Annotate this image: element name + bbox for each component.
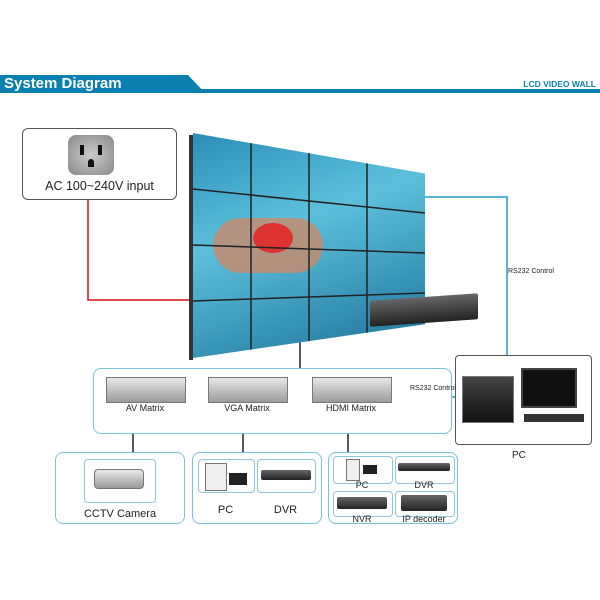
nvr-icon bbox=[337, 497, 387, 509]
av-matrix-label: AV Matrix bbox=[125, 403, 165, 413]
pc-tower-icon bbox=[462, 376, 514, 423]
power-line bbox=[87, 198, 194, 301]
dvr-source-label: DVR bbox=[273, 504, 298, 516]
source-group-1: PC DVR bbox=[192, 452, 322, 524]
cctv-camera-icon bbox=[94, 469, 144, 489]
pc-label: PC bbox=[512, 450, 526, 461]
power-outlet-icon bbox=[68, 135, 114, 175]
power-input-box: AC 100~240V input bbox=[22, 128, 177, 200]
pc-icon bbox=[205, 463, 227, 491]
hdmi-matrix-label: HDMI Matrix bbox=[326, 403, 376, 413]
pc-icon bbox=[346, 459, 360, 481]
nvr-label: NVR bbox=[352, 514, 372, 524]
pc-label-2: PC bbox=[355, 480, 369, 490]
cctv-label: CCTV Camera bbox=[83, 508, 157, 520]
pc-source-label: PC bbox=[217, 504, 234, 516]
page-title: System Diagram bbox=[4, 75, 122, 92]
dvr-icon bbox=[261, 470, 311, 480]
rs232-label-top: RS232 Control bbox=[508, 268, 554, 275]
power-label: AC 100~240V input bbox=[45, 179, 154, 193]
ip-decoder-icon bbox=[401, 495, 447, 511]
hdmi-matrix-device bbox=[312, 377, 392, 403]
cctv-box: CCTV Camera bbox=[55, 452, 185, 524]
header-subtitle: LCD VIDEO WALL bbox=[523, 79, 596, 89]
dvr-label-2: DVR bbox=[414, 480, 434, 490]
vga-matrix-device bbox=[208, 377, 288, 403]
wall-side bbox=[189, 135, 193, 360]
rs232-label-mid: RS232 Control bbox=[410, 385, 456, 392]
av-matrix-device bbox=[106, 377, 186, 403]
monitor-icon bbox=[521, 368, 577, 408]
keyboard-icon bbox=[524, 414, 584, 422]
laptop-icon bbox=[229, 473, 247, 485]
pc-box bbox=[455, 355, 592, 445]
laptop-icon bbox=[363, 465, 377, 474]
rs232-line-top bbox=[425, 196, 508, 356]
ip-decoder-label: IP decoder bbox=[402, 514, 446, 524]
source-group-2: PC DVR NVR IP decoder bbox=[328, 452, 458, 524]
header-tab bbox=[0, 75, 205, 93]
vga-matrix-label: VGA Matrix bbox=[224, 403, 270, 413]
dvr-icon bbox=[398, 463, 450, 471]
